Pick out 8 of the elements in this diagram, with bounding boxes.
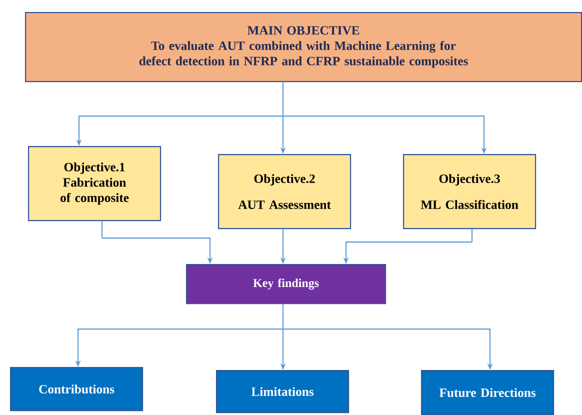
objective-box: Objective.2 AUT Assessment [218,154,352,230]
outcome-box: Future Directions [421,370,554,415]
objective-box: Objective.3 ML Classification [403,154,536,230]
findings-box: Key findings [186,264,386,304]
outcome-box: Contributions [10,367,144,412]
outcome-box: Limitations [216,370,350,414]
objective-box: Objective.1 Fabrication of composite [28,146,162,222]
objective-banner: MAIN OBJECTIVE To evaluate AUT combined with Machine Learning for defect detection in NFRP and CFRP sustainable composites [25,12,582,82]
